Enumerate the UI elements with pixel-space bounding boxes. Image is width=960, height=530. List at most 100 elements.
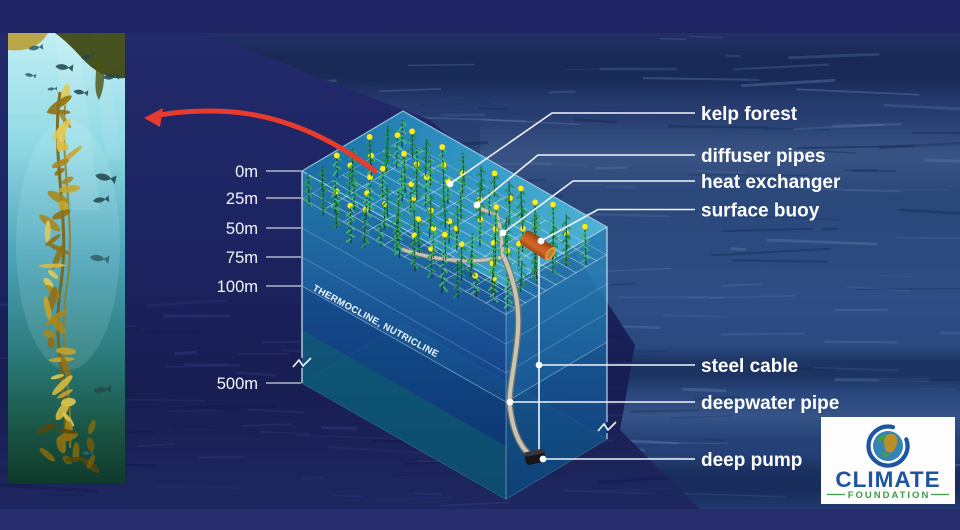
kelp-leaf — [46, 109, 71, 115]
kelp-float — [333, 152, 341, 159]
kelp-fronds — [549, 225, 558, 259]
kelp-stem — [369, 136, 372, 166]
wave-streak — [896, 236, 960, 240]
wave-streak — [557, 184, 601, 186]
kelp-leaf — [56, 347, 77, 355]
wave-streak — [659, 38, 687, 40]
callout-dot-kelp-forest — [446, 180, 454, 188]
wave-streak — [924, 158, 960, 164]
kelp-fronds — [412, 165, 422, 197]
wave-streak — [847, 286, 911, 292]
seafloor-ridge — [302, 476, 324, 480]
fish-silhouette — [28, 43, 44, 51]
kelp-leaf — [50, 374, 64, 380]
wave-streak — [661, 314, 729, 318]
kelp-leaf — [45, 234, 61, 247]
wave-streak — [721, 227, 813, 233]
callout-label-deep-pump: deep pump — [701, 450, 802, 471]
callout-dot-deepwater-pipe — [506, 398, 514, 406]
kelp-float — [492, 203, 500, 211]
wave-streak — [844, 168, 878, 172]
kelp-fronds — [456, 193, 466, 217]
kelp-fronds — [476, 167, 486, 191]
seafloor-ridge — [165, 364, 229, 368]
kelp-fronds — [375, 222, 385, 246]
wave-streak — [563, 67, 641, 71]
wave-streak — [844, 189, 948, 191]
wave-streak — [855, 287, 960, 291]
kelp-leaf — [52, 375, 73, 396]
wave-streak — [594, 166, 628, 170]
seafloor-ridge — [413, 492, 443, 496]
seafloor-ridge — [137, 442, 175, 448]
fish-silhouette — [47, 86, 58, 91]
seafloor-glow-left — [302, 330, 506, 499]
surface-kelp-frond — [95, 60, 105, 100]
wave-streak — [721, 283, 763, 287]
seafloor-ridge — [204, 400, 228, 404]
kelp-leaf — [52, 209, 71, 220]
wave-streak — [834, 308, 888, 312]
kelp-fronds — [548, 205, 558, 238]
depth-scale: 0m 25m 50m 75m 100m 500m — [217, 163, 312, 393]
seafloor-ridge — [174, 350, 198, 356]
kelp-stem — [460, 192, 462, 220]
kelp-leaf — [58, 200, 69, 212]
kelp-fronds — [330, 180, 340, 212]
kelp-fronds — [409, 199, 419, 232]
wave-streak — [741, 78, 835, 88]
kelp-fronds — [475, 220, 485, 244]
kelp-fronds — [378, 169, 388, 198]
kelp-fronds — [383, 127, 393, 163]
callout-label-heat-exchanger: heat exchanger — [701, 172, 841, 193]
kelp-stem — [383, 203, 386, 230]
kelp-fronds — [438, 258, 448, 292]
kelp-leaf — [61, 355, 71, 381]
callout-label-steel-cable: steel cable — [701, 356, 798, 377]
callout-line-surface-buoy — [540, 208, 695, 242]
callout-dot-steel-cable — [535, 361, 543, 369]
depth-label-0m: 0m — [235, 163, 258, 181]
kelp-fronds — [332, 156, 342, 177]
wave-streak — [378, 88, 442, 92]
wave-streak — [419, 102, 491, 106]
deepwater-pipe — [502, 256, 534, 458]
kelp-fronds — [303, 174, 313, 207]
seafloor-ridge — [377, 496, 453, 502]
kelp-float — [394, 131, 401, 139]
kelp-float — [531, 198, 539, 206]
kelp-fronds — [407, 132, 417, 155]
kelp-fronds — [365, 178, 375, 210]
wave-streak — [788, 52, 880, 60]
kelp-stem — [462, 152, 465, 186]
callout-dot-deep-pump — [539, 455, 547, 463]
wave-streak — [380, 63, 464, 67]
kelp-float — [549, 201, 557, 208]
seafloor-ridge — [184, 363, 240, 367]
wave-streak — [743, 215, 841, 221]
seafloor-ridge — [440, 501, 510, 507]
kelp-leaf — [56, 436, 67, 454]
fish-silhouette — [55, 64, 74, 72]
wave-streak — [407, 63, 475, 67]
kelp-fronds — [504, 182, 514, 202]
surface-kelp-frond — [8, 33, 48, 51]
kelp-fronds — [490, 174, 500, 198]
kelp-fronds — [396, 172, 406, 201]
box-left-face — [302, 171, 506, 499]
kelp-float — [581, 223, 589, 230]
callout-line-heat-exchanger — [502, 180, 695, 234]
seafloor-ridge — [113, 398, 207, 402]
kelp-fronds — [345, 206, 355, 243]
kelp-stem — [470, 251, 473, 277]
depth-label-500m: 500m — [217, 375, 258, 393]
wave-streak — [642, 77, 760, 81]
kelp-float — [408, 128, 416, 135]
kelp-fronds — [518, 207, 528, 226]
kelp-leaf — [86, 454, 96, 469]
kelp-leaf — [47, 269, 59, 279]
kelp-leaf — [38, 263, 66, 268]
callout-label-kelp-forest: kelp forest — [701, 104, 798, 125]
wave-streak — [766, 238, 878, 246]
